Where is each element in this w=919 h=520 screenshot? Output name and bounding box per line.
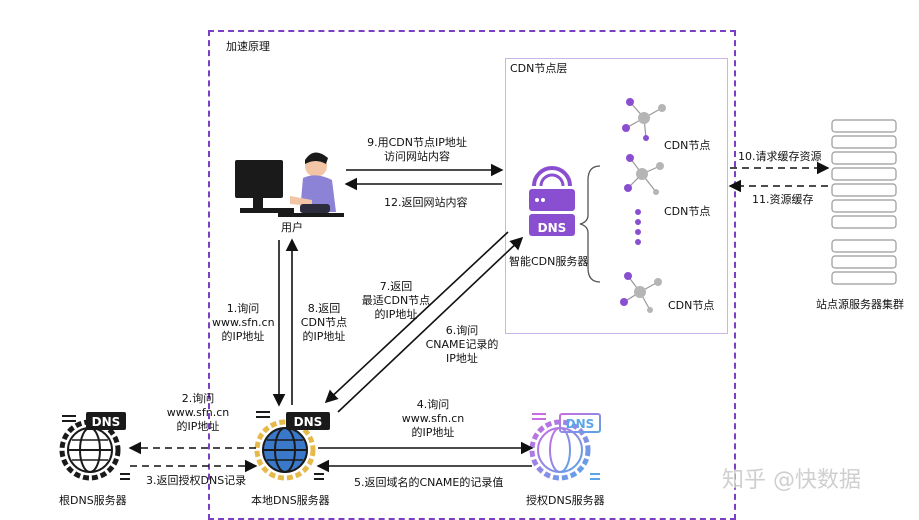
auth-dns-globe-icon	[529, 413, 601, 481]
frame-title: 加速原理	[226, 40, 270, 53]
origin-cluster-label: 站点源服务器集群	[816, 298, 904, 311]
auth-dns-badge: DNS	[566, 417, 595, 431]
local-dns-globe-icon	[254, 411, 330, 481]
cdn-node-label-1: CDN节点	[664, 139, 711, 152]
cdn-node-icon-2	[624, 154, 664, 195]
step-11-label: 11.资源缓存	[752, 193, 814, 206]
smart-cdn-server-label: 智能CDN服务器	[509, 255, 589, 268]
user-label: 用户	[281, 221, 303, 234]
root-dns-globe-icon	[59, 412, 130, 481]
cdn-ellipsis-icon	[635, 209, 641, 245]
root-dns-badge: DNS	[92, 415, 121, 429]
cdn-layer-title: CDN节点层	[510, 62, 568, 75]
step-12-label: 12.返回网站内容	[384, 196, 468, 209]
watermark: 知乎 @快数据	[722, 468, 861, 493]
cdn-node-label-2: CDN节点	[664, 205, 711, 218]
step-3-label: 3.返回授权DNS记录	[146, 474, 247, 487]
smart-cdn-server-icon: DNS	[529, 166, 575, 236]
local-dns-badge: DNS	[294, 415, 323, 429]
step-9-label: 9.用CDN节点IP地址访问网站内容	[367, 136, 467, 163]
auth-dns-label: 授权DNS服务器	[526, 494, 605, 507]
step-5-label: 5.返回域名的CNAME的记录值	[354, 476, 504, 489]
svg-text:DNS: DNS	[538, 221, 567, 235]
step-10-label: 10.请求缓存资源	[738, 150, 822, 163]
cdn-node-icon-1	[622, 98, 666, 141]
cdn-node-icon-3	[620, 272, 662, 313]
root-dns-label: 根DNS服务器	[59, 494, 127, 507]
cdn-node-label-3: CDN节点	[668, 299, 715, 312]
local-dns-label: 本地DNS服务器	[251, 494, 330, 507]
user-illustration	[235, 152, 344, 217]
origin-server-cluster-icon	[831, 119, 897, 285]
step-7-label: 7.返回最适CDN节点的IP地址	[361, 280, 431, 321]
flow-arrows	[128, 161, 830, 473]
cdn-brace	[579, 165, 601, 283]
